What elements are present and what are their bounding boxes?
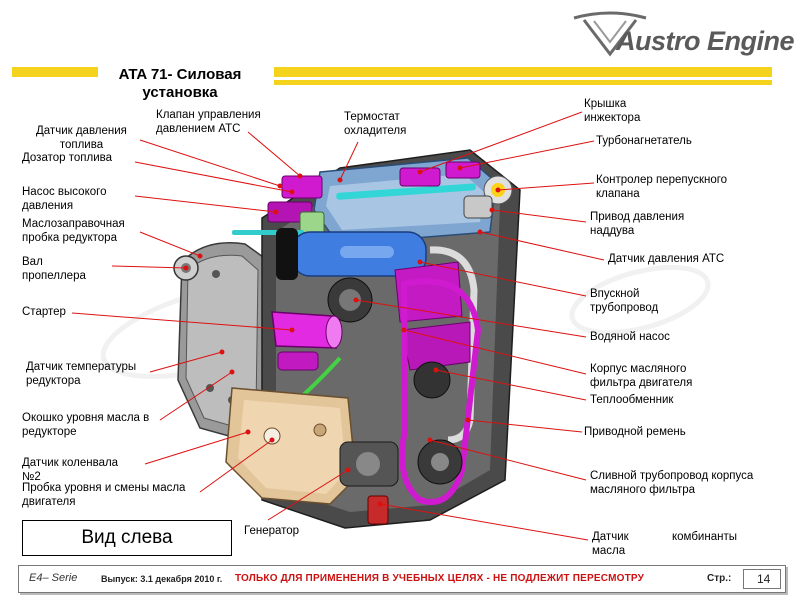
accent-bar-lower <box>274 80 772 85</box>
label-fuel-dosing: Дозатор топлива <box>22 152 112 164</box>
label-injector-cover: Крышка инжектора <box>584 98 641 124</box>
label-gearbox-temp-sensor: Датчик температуры редуктора <box>26 361 137 387</box>
footer-series: E4– Serie <box>29 572 78 584</box>
label-drive-belt: Приводной ремень <box>584 426 686 438</box>
brand-logo-emblem-icon <box>573 11 647 57</box>
footer-page-label: Стр.: <box>707 573 732 584</box>
label-starter: Стартер <box>22 306 66 318</box>
view-label-box: Вид слева <box>22 520 232 556</box>
label-atc-valve: Клапан управления давлением АТС <box>156 109 261 135</box>
accent-bar-right <box>274 67 772 77</box>
label-propeller-shaft: Вал пропеллера <box>22 256 86 282</box>
label-heat-exchanger: Теплообменник <box>590 394 674 406</box>
label-crankshaft-sensor: Датчик коленвала №2 <box>22 457 119 483</box>
footer-issue-date: Выпуск: 3.1 декабря 2010 г. <box>101 574 223 584</box>
label-oil-level-plug: Пробка уровня и смены масла двигателя <box>22 482 186 508</box>
label-oil-filter-drain: Сливной трубопровод корпуса масляного фи… <box>590 470 754 496</box>
footer-page-box <box>743 569 781 589</box>
label-oil-filter-housing: Корпус масляного фильтра двигателя <box>590 363 693 389</box>
label-gearbox-oil-filler: Маслозаправочная пробка редуктора <box>22 218 125 244</box>
label-boost-actuator: Привод давления наддува <box>590 211 685 237</box>
label-hp-pump: Насос высокого давления <box>22 186 107 212</box>
label-gearbox-oil-window: Окошко уровня масла в редукторе <box>22 412 150 438</box>
label-water-pump: Водяной насос <box>590 331 670 343</box>
page-title: ATA 71- Силовая установка <box>118 66 242 101</box>
label-fuel-pressure-sensor: Датчик давления топлива <box>36 125 127 151</box>
label-sensor-bottom-right: комбинанты <box>672 531 737 543</box>
label-sensor-bottom: Датчик масла <box>592 531 629 557</box>
label-coolant-thermostat: Термостат охладителя <box>344 111 407 137</box>
label-intake-manifold: Впускной трубопровод <box>590 288 659 314</box>
brand-logo-text: Austro Engine <box>616 26 795 56</box>
label-atc-pressure-sensor: Датчик давления АТС <box>608 253 725 265</box>
label-generator: Генератор <box>244 525 300 537</box>
footer-page-number: 14 <box>757 572 771 586</box>
label-turbocharger: Турбонагнетатель <box>596 135 692 147</box>
label-bypass-controller: Контролер перепускного клапана <box>596 174 728 200</box>
accent-bar-left <box>12 67 98 77</box>
footer-bar: E4– Serie Выпуск: 3.1 декабря 2010 г. ТО… <box>18 565 786 593</box>
footer-warning: ТОЛЬКО ДЛЯ ПРИМЕНЕНИЯ В УЧЕБНЫХ ЦЕЛЯХ - … <box>235 573 645 584</box>
